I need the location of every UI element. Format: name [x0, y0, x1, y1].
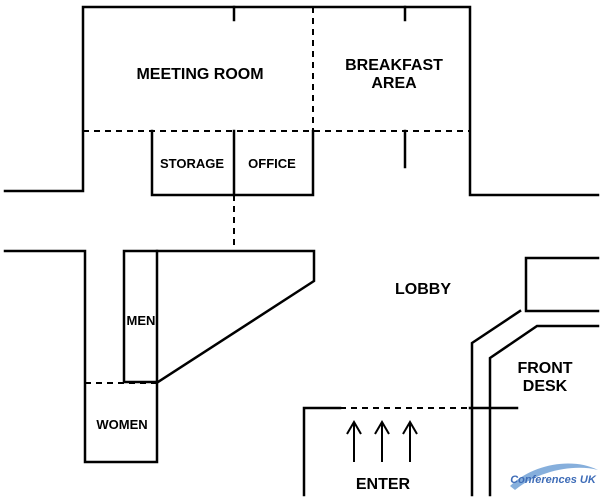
logo-text: Conferences UK [510, 474, 597, 486]
breakfast-area-label-line2: AREA [371, 75, 417, 92]
meeting-room-label: MEETING ROOM [136, 66, 263, 83]
up-arrow-icon [402, 420, 418, 462]
storage-office-block [150, 129, 315, 197]
conferences-uk-logo: Conferences UK [510, 463, 598, 490]
storage-label: STORAGE [160, 156, 224, 171]
entrance-arrows [346, 420, 418, 462]
up-arrow-icon [346, 420, 362, 462]
breakfast-area-label-line1: BREAKFAST [345, 57, 443, 74]
front-desk-outer-wall [470, 309, 522, 497]
upper-outer-wall [3, 5, 600, 197]
logo-swoosh-icon [510, 463, 598, 490]
women-room-label: WOMEN [96, 417, 147, 432]
office-label: OFFICE [248, 156, 296, 171]
front-desk-label-line1: FRONT [517, 360, 572, 377]
front-desk-back-wall [524, 256, 600, 313]
dashed-partitions [83, 7, 470, 409]
up-arrow-icon [374, 420, 390, 462]
walls [3, 5, 600, 497]
men-room-label: MEN [127, 313, 156, 328]
enter-label: ENTER [356, 476, 411, 493]
lobby-label: LOBBY [395, 281, 451, 298]
restroom-outer-wall [3, 249, 159, 464]
front-desk-label-line2: DESK [523, 378, 568, 395]
front-desk-inner-wall [488, 324, 600, 497]
entrance-left-wall [302, 406, 342, 497]
